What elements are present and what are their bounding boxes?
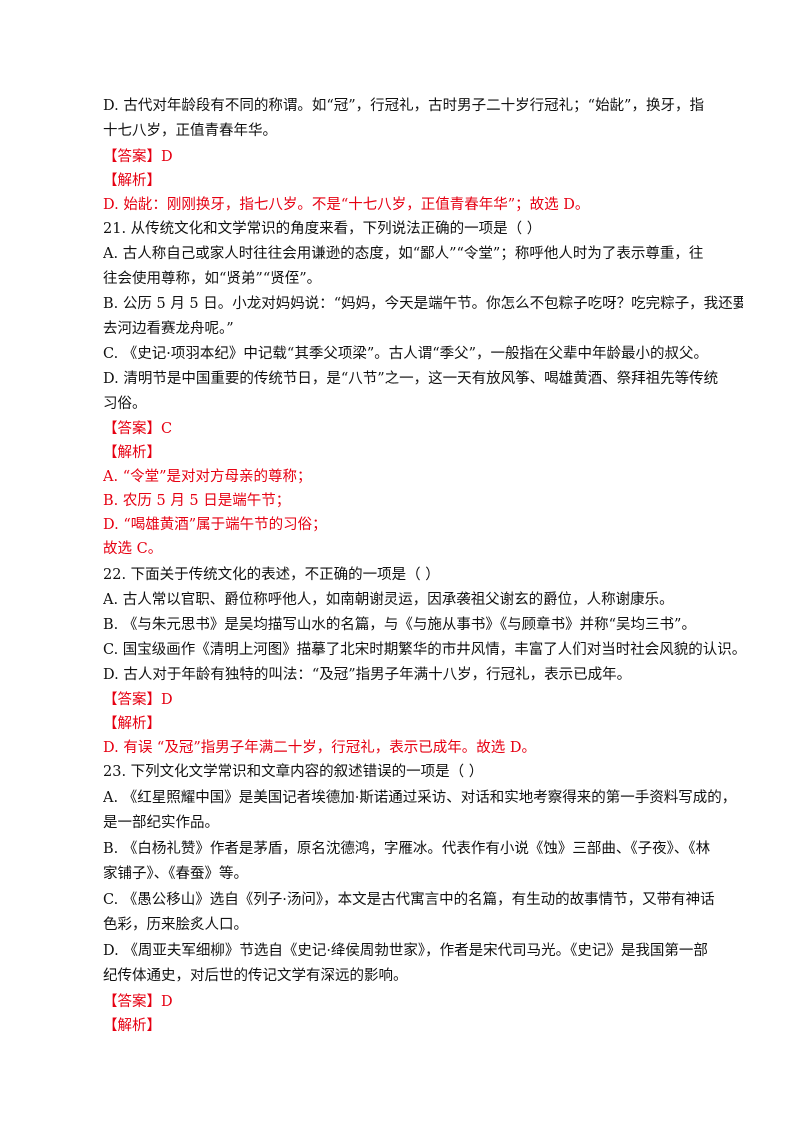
question-22-text: 22. 下面关于传统文化的表述， [103, 567, 305, 583]
option-b-cont: 去河边看赛龙舟呢。” [103, 321, 234, 337]
emphasis-text: 不正确 [305, 566, 349, 584]
option-a-cont: 往会使用尊称，如“贤弟”“贤侄”。 [103, 271, 322, 287]
text-line: 十七八岁，正值青春年华。 [103, 123, 277, 139]
question-23: 23. 下列文化文学常识和文章内容的叙述错误的一项是（ ） [103, 764, 484, 780]
option-a: A. 古人称自己或家人时往往会用谦逊的态度，如“鄙人”“令堂”；称呼他人时为了表… [103, 246, 704, 262]
option-b: B. 《与朱元思书》是吴均描写山水的名篇，与《与施从事书》《与顾章书》并称“吴均… [103, 617, 696, 633]
option-a: A. 《红星照耀中国》是美国记者埃德加·斯诺通过采访、对话和实地考察得来的第一手… [103, 790, 737, 806]
analysis-label: 【解析】 [103, 716, 161, 732]
question-22: 22. 下面关于传统文化的表述，不正确的一项是（ ） [103, 566, 743, 584]
analysis-label: 【解析】 [103, 1018, 161, 1034]
option-b: B. 《白杨礼赞》作者是茅盾，原名沈德鸿，字雁冰。代表作有小说《蚀》三部曲、《子… [103, 841, 711, 857]
analysis-text: A. “令堂”是对对方母亲的尊称； [103, 469, 312, 485]
option-c: C. 《史记·项羽本纪》中记载“其季父项梁”。古人谓“季父”，一般指在父辈中年龄… [103, 346, 709, 362]
answer-label: 【答案】D [103, 149, 173, 165]
text-line: D. 古代对年龄段有不同的称谓。如“冠”，行冠礼，古时男子二十岁行冠礼；“始龀”… [103, 98, 704, 114]
option-d-cont: 习俗。 [103, 396, 147, 412]
question-21: 21. 从传统文化和文学常识的角度来看，下列说法正确的一项是（ ） [103, 221, 542, 237]
option-c-cont: 色彩，历来脍炙人口。 [103, 917, 248, 933]
option-d: D. 古人对于年龄有独特的叫法：“及冠”指男子年满十八岁，行冠礼，表示已成年。 [103, 667, 632, 683]
analysis-text: B. 农历 5 月 5 日是端午节； [103, 493, 291, 509]
analysis-text: D. 始龀：刚刚换牙，指七八岁。不是“十七八岁，正值青春年华”；故选 D。 [103, 197, 590, 213]
option-c: C. 国宝级画作《清明上河图》描摹了北宋时期繁华的市井风情，丰富了人们对当时社会… [103, 642, 743, 658]
option-d-cont: 纪传体通史，对后世的传记文学有深远的影响。 [103, 968, 408, 984]
option-b: B. 公历 5 月 5 日。小龙对妈妈说：“妈妈，今天是端午节。你怎么不包粽子吃… [103, 296, 743, 312]
analysis-text: 故选 C。 [103, 541, 163, 557]
option-a: A. 古人常以官职、爵位称呼他人，如南朝谢灵运，因承袭祖父谢玄的爵位，人称谢康乐… [103, 592, 674, 608]
answer-label: 【答案】D [103, 692, 173, 708]
option-a-cont: 是一部纪实作品。 [103, 815, 219, 831]
answer-label: 【答案】C [103, 421, 173, 437]
option-c: C. 《愚公移山》选自《列子·汤问》，本文是古代寓言中的名篇，有生动的故事情节，… [103, 892, 715, 908]
analysis-text: D. 有误 “及冠”指男子年满二十岁，行冠礼，表示已成年。故选 D。 [103, 740, 536, 756]
analysis-text: D. “喝雄黄酒”属于端午节的习俗； [103, 517, 327, 533]
question-22-text-end: 的一项是（ ） [348, 567, 440, 583]
option-d: D. 清明节是中国重要的传统节日，是“八节”之一，这一天有放风筝、喝雄黄酒、祭拜… [103, 371, 719, 387]
analysis-label: 【解析】 [103, 173, 161, 189]
analysis-label: 【解析】 [103, 445, 161, 461]
option-b-cont: 家铺子》、《春蚕》等。 [103, 866, 248, 882]
answer-label: 【答案】D [103, 994, 173, 1010]
option-d: D. 《周亚夫军细柳》节选自《史记·绛侯周勃世家》，作者是宋代司马光。《史记》是… [103, 943, 708, 959]
